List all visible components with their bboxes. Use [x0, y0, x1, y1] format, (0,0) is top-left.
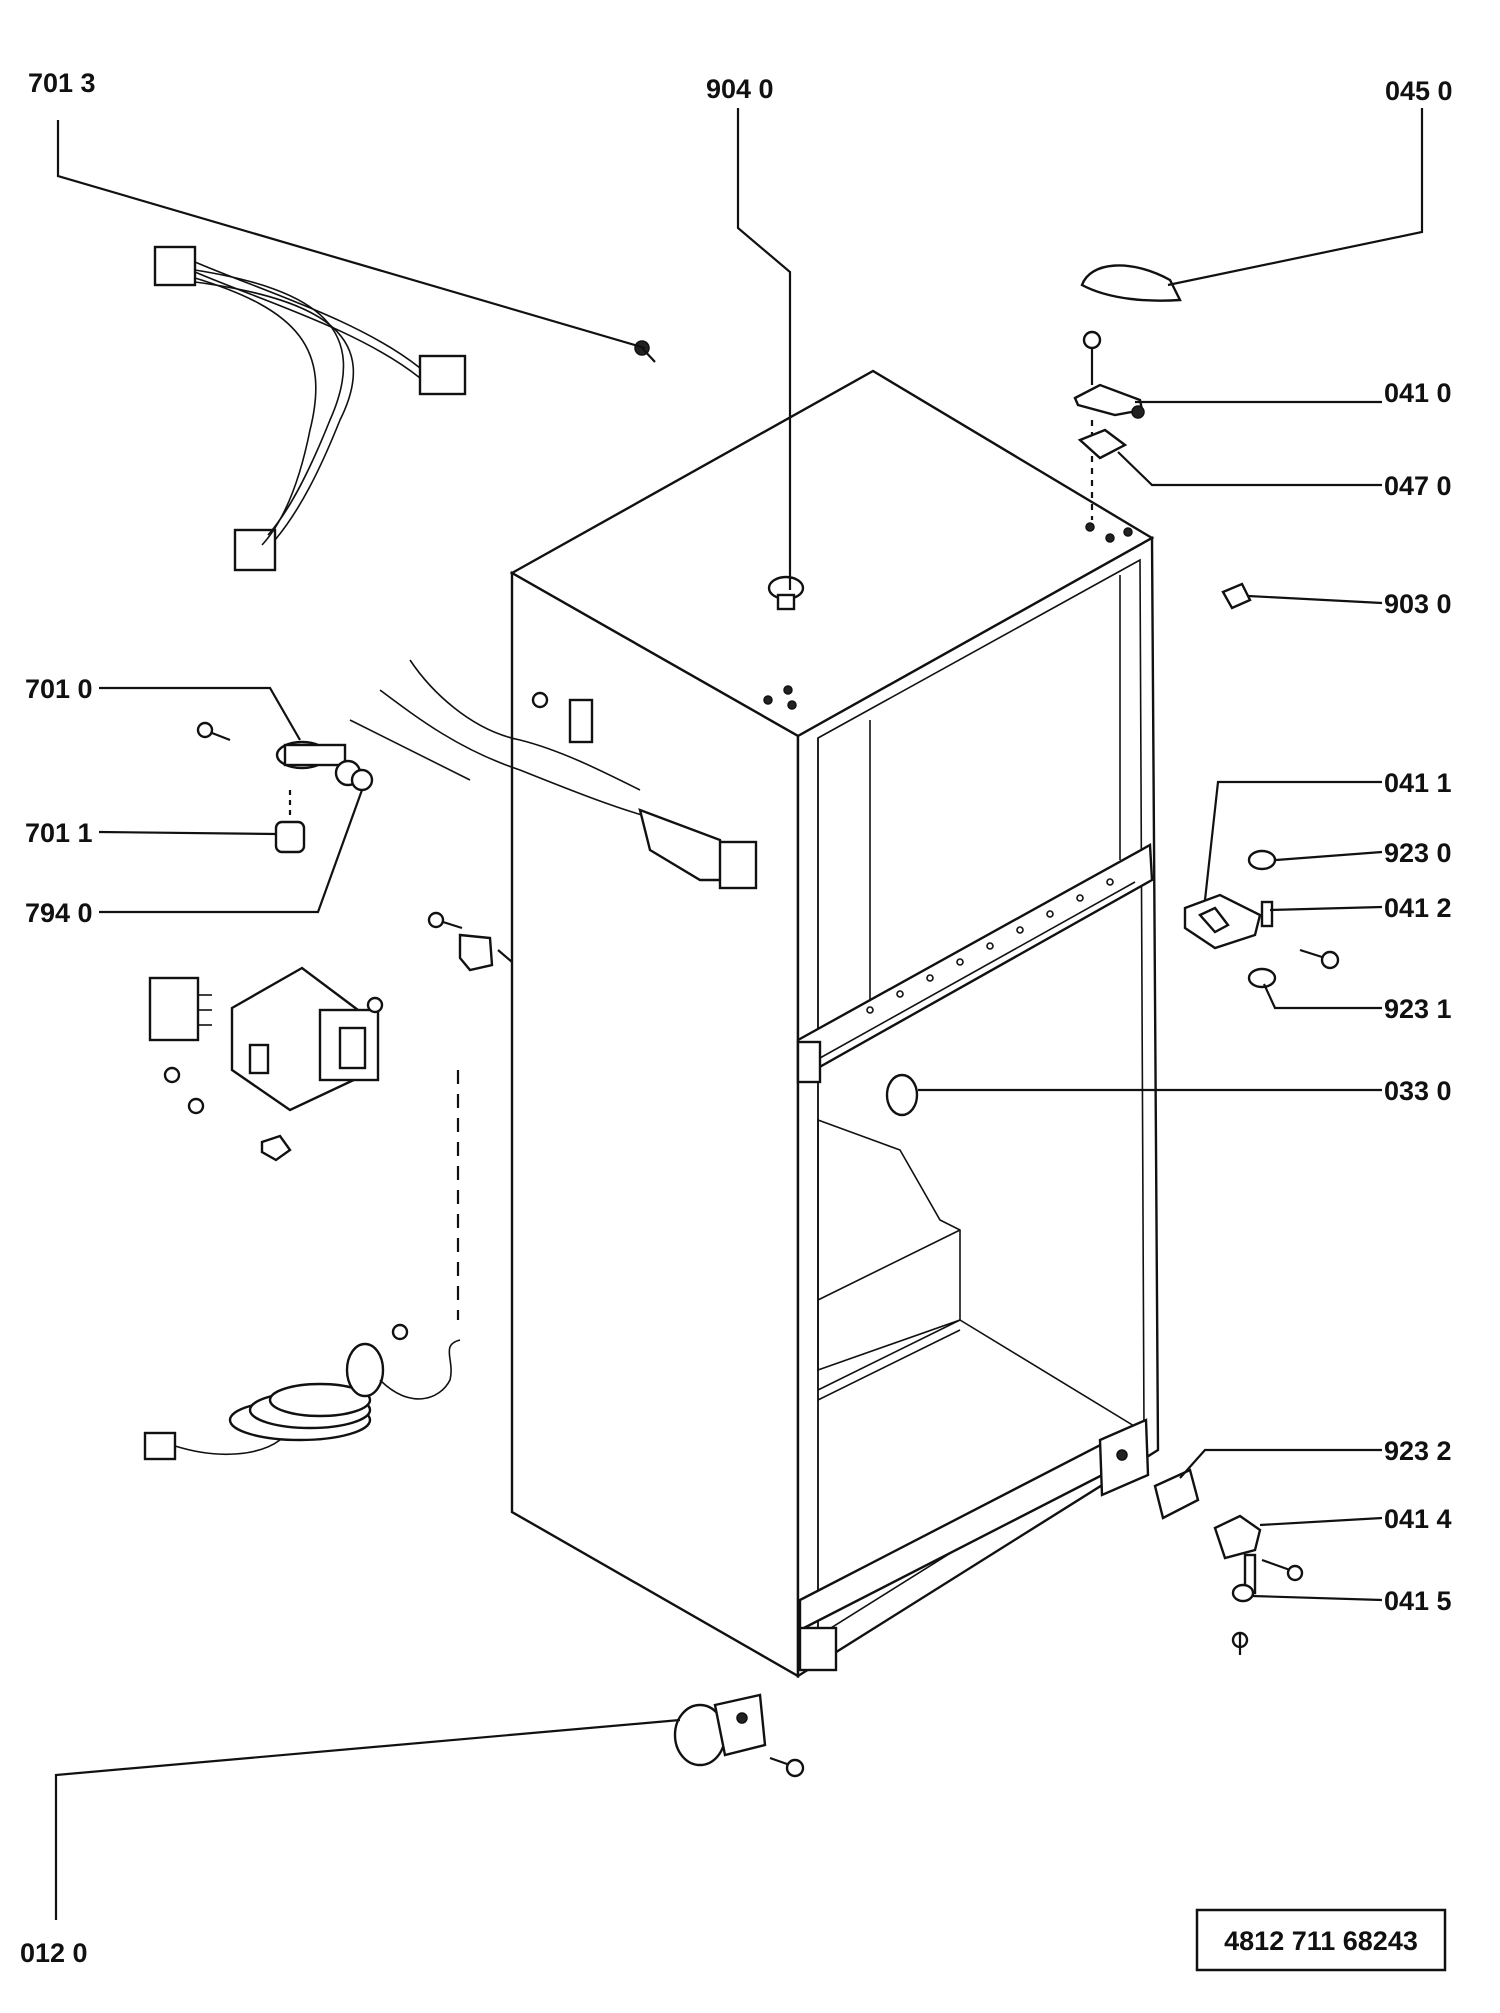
part-labels: 701 3 904 0 045 0 041 0 047 0 903 0 701 … — [20, 68, 1453, 1968]
label-0412: 041 2 — [1384, 893, 1452, 923]
label-0470: 047 0 — [1384, 471, 1452, 501]
label-0450: 045 0 — [1385, 76, 1453, 106]
compressor-relay-part — [148, 966, 384, 1162]
hinge-cover-part — [1080, 264, 1182, 302]
label-7010: 701 0 — [25, 674, 93, 704]
label-0410: 041 0 — [1384, 378, 1452, 408]
shim-part-0470 — [1077, 428, 1128, 460]
cable-clip-part — [427, 911, 513, 972]
document-number-box: 4812 711 68243 — [1195, 1908, 1447, 1972]
label-0411: 041 1 — [1384, 768, 1452, 798]
plug-part-9040 — [767, 575, 805, 611]
power-cord-part — [143, 1070, 461, 1461]
label-0414: 041 4 — [1384, 1504, 1452, 1534]
label-9232: 923 2 — [1384, 1436, 1452, 1466]
label-0330: 033 0 — [1384, 1076, 1452, 1106]
wire-harness-part — [153, 245, 656, 572]
divider-holes — [866, 878, 1114, 1014]
label-9230: 923 0 — [1384, 838, 1452, 868]
label-0120: 012 0 — [20, 1938, 88, 1968]
label-7011: 701 1 — [25, 818, 93, 848]
sensor-wiring-part — [349, 659, 758, 890]
middle-hinge-part — [1183, 849, 1340, 989]
label-9030: 903 0 — [1384, 589, 1452, 619]
label-7013: 701 3 — [28, 68, 96, 98]
label-9231: 923 1 — [1384, 994, 1452, 1024]
leader-lines — [54, 108, 1424, 1920]
label-0415: 041 5 — [1384, 1586, 1452, 1616]
refrigerator-cabinet — [509, 369, 1160, 1679]
label-7940: 794 0 — [25, 898, 93, 928]
plug-part-0330 — [885, 1073, 919, 1117]
label-9040: 904 0 — [706, 74, 774, 104]
top-hinge-part — [1073, 330, 1145, 520]
bottom-hinge-part — [1153, 1468, 1304, 1655]
thermostat-part — [196, 721, 374, 854]
cap-part-9030 — [1221, 582, 1252, 610]
leveling-foot-part — [673, 1693, 805, 1778]
document-number: 4812 711 68243 — [1224, 1926, 1418, 1956]
